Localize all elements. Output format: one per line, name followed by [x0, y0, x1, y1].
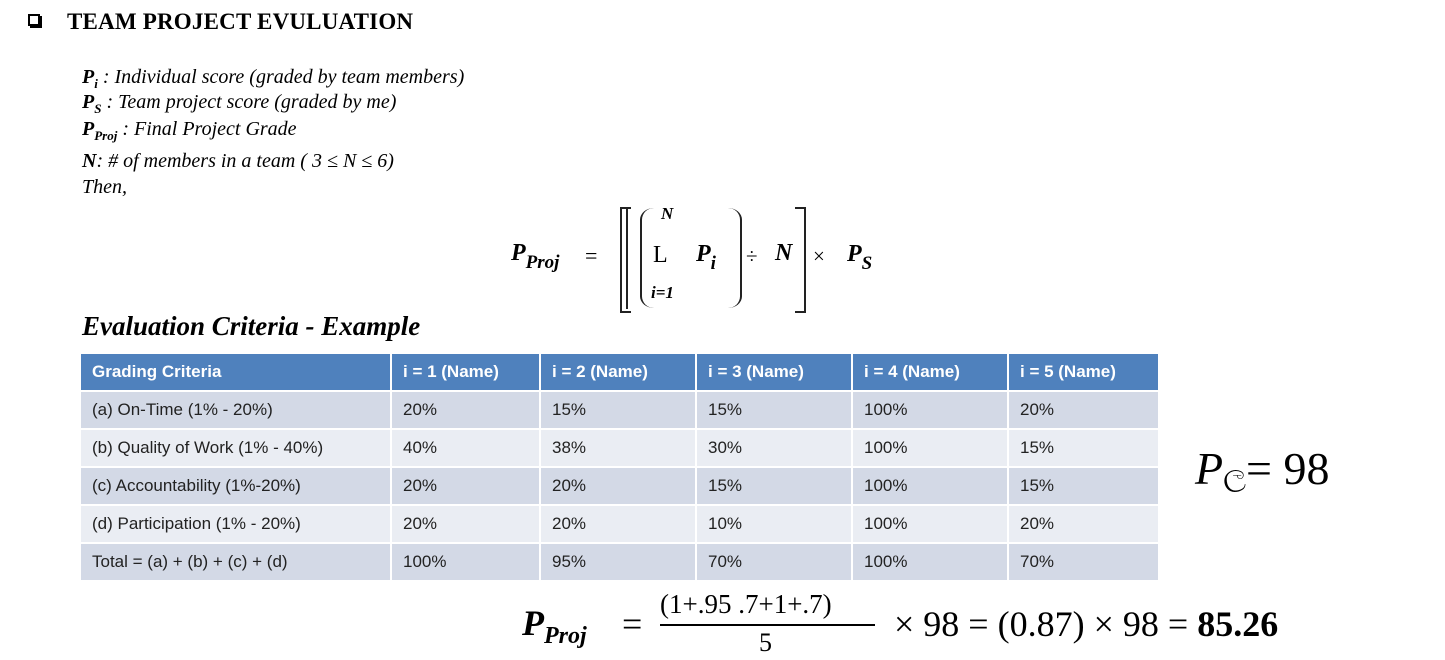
def-text: : Final Project Grade: [117, 118, 297, 140]
calc-denominator: 5: [759, 628, 772, 657]
table-cell: 95%: [540, 543, 697, 582]
table-cell: 20%: [1008, 505, 1160, 544]
table-cell: (b) Quality of Work (1% - 40%): [81, 429, 392, 468]
formula-lhs-p: P: [511, 240, 526, 266]
table-cell: 100%: [852, 543, 1009, 582]
term-p: P: [696, 241, 711, 267]
sum-top: N: [661, 204, 674, 223]
criteria-table: Grading Criteria i = 1 (Name) i = 2 (Nam…: [81, 354, 1160, 582]
formula-lhs-sub: Proj: [525, 252, 560, 273]
formula-equals: =: [585, 243, 598, 268]
table-cell: 20%: [540, 467, 697, 506]
table-cell: 70%: [696, 543, 853, 582]
table-cell: 20%: [391, 505, 541, 544]
table-cell: 100%: [391, 543, 541, 582]
paren-left-icon: [640, 208, 654, 308]
table-cell: (d) Participation (1% - 20%): [81, 505, 392, 544]
formula-term: Pi: [696, 241, 716, 274]
criteria-title: Evaluation Criteria - Example: [82, 311, 421, 341]
calc-rest-text: × 98 = (0.87) × 98 =: [894, 604, 1198, 644]
def-sub: i: [94, 76, 98, 91]
table-cell: 38%: [540, 429, 697, 468]
table-cell: 15%: [540, 391, 697, 430]
col-header: i = 4 (Name): [852, 354, 1009, 392]
definition-ps: PS : Team project score (graded by me): [82, 91, 397, 116]
col-header: i = 1 (Name): [391, 354, 541, 392]
ps-p: P: [847, 241, 862, 267]
def-sub: S: [94, 101, 102, 116]
table-cell: 40%: [391, 429, 541, 468]
def-symbol: P: [82, 91, 95, 113]
def-text: : # of members in a team ( 3 ≤ N ≤ 6): [96, 150, 394, 172]
col-header: i = 5 (Name): [1008, 354, 1160, 392]
table-cell: 15%: [1008, 467, 1160, 506]
table-row: (b) Quality of Work (1% - 40%) 40% 38% 3…: [81, 429, 1160, 468]
side-p: P: [1195, 443, 1224, 494]
table-cell: 20%: [1008, 391, 1160, 430]
table-cell: (a) On-Time (1% - 20%): [81, 391, 392, 430]
table-cell: Total = (a) + (b) + (c) + (d): [81, 543, 392, 582]
table-cell: 100%: [852, 429, 1009, 468]
table-cell: 20%: [391, 467, 541, 506]
table-cell: (c) Accountability (1%-20%): [81, 467, 392, 506]
table-cell: 20%: [540, 505, 697, 544]
formula-lhs: PProj: [511, 240, 559, 273]
bracket-left-inner-icon: [626, 207, 637, 309]
table-cell: 15%: [696, 391, 853, 430]
table-row: (d) Participation (1% - 20%) 20% 20% 10%…: [81, 505, 1160, 544]
table-row: (c) Accountability (1%-20%) 20% 20% 15% …: [81, 467, 1160, 506]
table-row-total: Total = (a) + (b) + (c) + (d) 100% 95% 7…: [81, 543, 1160, 582]
fraction-bar: [660, 624, 875, 626]
table-cell: 100%: [852, 505, 1009, 544]
table-cell: 15%: [1008, 429, 1160, 468]
def-text: : Individual score (graded by team membe…: [97, 66, 465, 88]
ps-sub: S: [861, 253, 873, 274]
formula-divide: ÷: [746, 244, 758, 268]
calc-numerator: (1+.95 .7+1+.7): [660, 589, 832, 619]
sum-bottom: i=1: [651, 283, 674, 302]
definition-n: N: # of members in a team ( 3 ≤ N ≤ 6): [82, 150, 394, 173]
ps-value-note: Pල= 98: [1195, 442, 1329, 495]
definition-pi: Pi : Individual score (graded by team me…: [82, 66, 465, 91]
def-symbol: P: [82, 118, 95, 140]
table-cell: 70%: [1008, 543, 1160, 582]
def-sub: Proj: [94, 128, 118, 143]
side-glyph: ල: [1223, 458, 1246, 491]
calc-lhs-sub: Proj: [544, 623, 587, 649]
table-row: (a) On-Time (1% - 20%) 20% 15% 15% 100% …: [81, 391, 1160, 430]
table-cell: 100%: [852, 467, 1009, 506]
calc-lhs: PProj: [522, 602, 587, 649]
definition-pproj: PProj : Final Project Grade: [82, 118, 297, 143]
col-header: i = 2 (Name): [540, 354, 697, 392]
paren-right-icon: [728, 208, 742, 308]
formula-ps: PS: [847, 241, 872, 274]
table-header-row: Grading Criteria i = 1 (Name) i = 2 (Nam…: [81, 354, 1160, 392]
definition-then: Then,: [82, 176, 127, 198]
calc-rest: × 98 = (0.87) × 98 = 85.26: [894, 603, 1278, 645]
def-symbol: P: [82, 66, 95, 88]
bracket-right-icon: [795, 207, 806, 313]
calc-lhs-p: P: [522, 603, 544, 643]
table-cell: 10%: [696, 505, 853, 544]
col-header: i = 3 (Name): [696, 354, 853, 392]
def-text: : Team project score (graded by me): [101, 91, 397, 113]
formula-n: N: [775, 240, 793, 266]
table-cell: 20%: [391, 391, 541, 430]
side-rest: = 98: [1246, 443, 1330, 494]
term-sub: i: [710, 253, 716, 274]
formula-times: ×: [813, 244, 825, 268]
table-cell: 30%: [696, 429, 853, 468]
page-heading: TEAM PROJECT EVULUATION: [67, 9, 414, 34]
bracket-left-icon: [620, 207, 631, 313]
col-header: Grading Criteria: [81, 354, 392, 392]
sum-symbol: L: [653, 242, 668, 268]
calc-equals: =: [622, 604, 643, 644]
table-cell: 15%: [696, 467, 853, 506]
table-cell: 100%: [852, 391, 1009, 430]
def-symbol: N: [82, 150, 97, 172]
calc-result: 85.26: [1197, 604, 1279, 644]
checkbox-bullet-icon: [28, 14, 40, 26]
